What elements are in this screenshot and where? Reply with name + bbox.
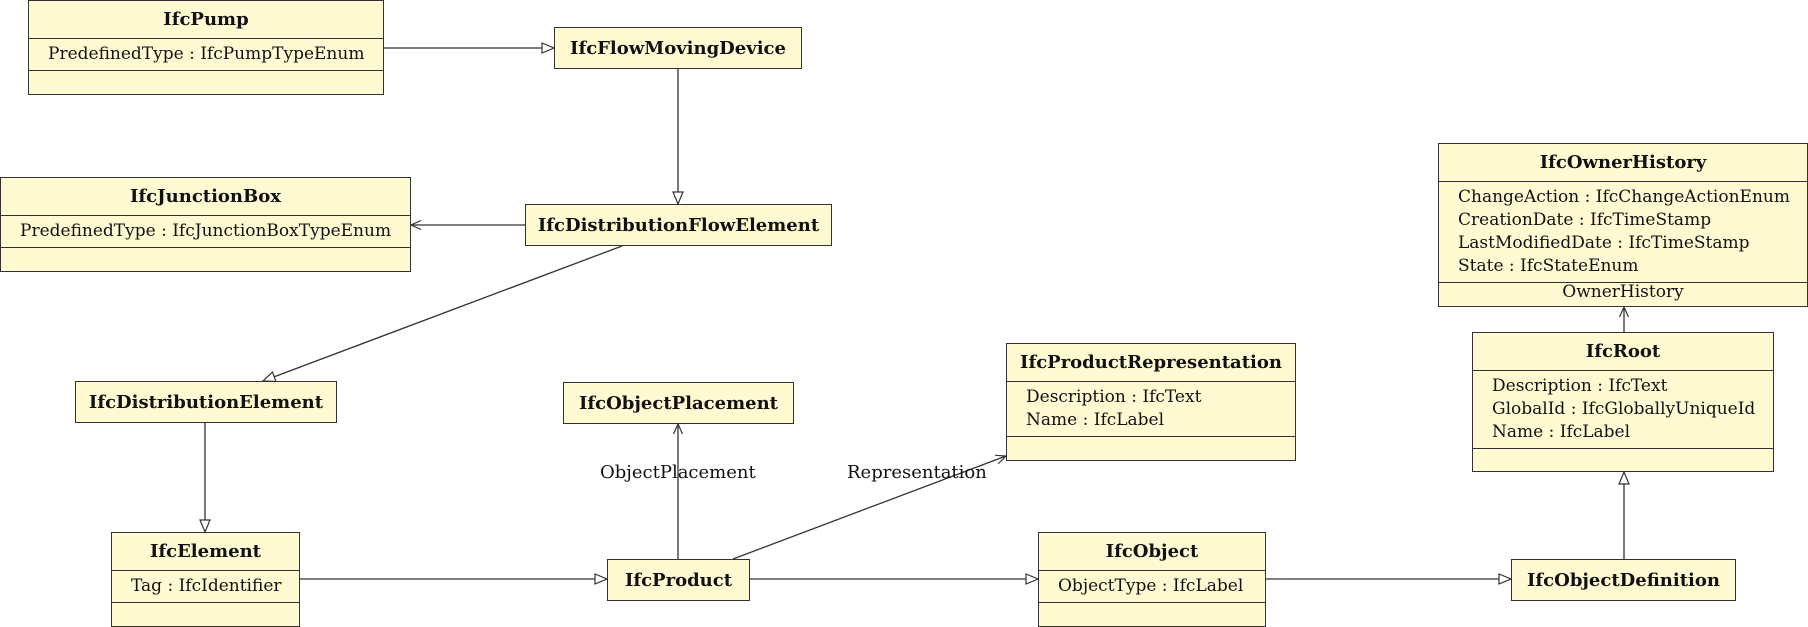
class-ifcflowmovingdevice[interactable]: IfcFlowMovingDevice [554, 27, 802, 69]
attribute: Tag : IfcIdentifier [131, 576, 282, 596]
operation-compartment [1473, 448, 1773, 471]
attribute: PredefinedType : IfcJunctionBoxTypeEnum [20, 221, 392, 241]
class-name: IfcPump [163, 9, 249, 30]
attribute-list: ObjectType : IfcLabel [1039, 570, 1265, 602]
class-ifcdistributionelement[interactable]: IfcDistributionElement [75, 381, 337, 423]
class-ifcdistributionflowelement[interactable]: IfcDistributionFlowElement [525, 204, 832, 246]
class-name: IfcOwnerHistory [1539, 152, 1707, 173]
attribute: CreationDate : IfcTimeStamp [1458, 210, 1712, 230]
class-name: IfcProductRepresentation [1020, 352, 1282, 373]
attribute: Name : IfcLabel [1492, 422, 1631, 442]
attribute: GlobalId : IfcGloballyUniqueId [1492, 399, 1756, 419]
class-ifcelement[interactable]: IfcElement Tag : IfcIdentifier [111, 532, 300, 627]
representation-role-label: Representation [847, 462, 987, 483]
attribute: PredefinedType : IfcPumpTypeEnum [48, 44, 365, 64]
attribute: ObjectType : IfcLabel [1058, 576, 1244, 596]
attribute: Description : IfcText [1492, 376, 1668, 396]
class-name: IfcObject [1105, 541, 1199, 562]
operation-compartment [1007, 436, 1295, 460]
operation-compartment [29, 70, 383, 94]
class-name: IfcObjectPlacement [579, 392, 778, 414]
object-placement-role-label: ObjectPlacement [600, 462, 756, 483]
class-ifcroot[interactable]: IfcRoot Description : IfcText GlobalId :… [1472, 332, 1774, 472]
operation-compartment [1, 247, 410, 271]
class-name: IfcDistributionElement [88, 391, 324, 413]
attribute-list: PredefinedType : IfcPumpTypeEnum [29, 38, 383, 70]
class-name: IfcRoot [1585, 341, 1661, 362]
operation-compartment [112, 602, 299, 626]
attribute: Description : IfcText [1026, 387, 1202, 407]
owner-history-role-label: OwnerHistory [1439, 282, 1807, 306]
operation-compartment [1039, 602, 1265, 626]
attribute-list: PredefinedType : IfcJunctionBoxTypeEnum [1, 215, 410, 247]
attribute-list: Description : IfcText Name : IfcLabel [1007, 381, 1295, 436]
attribute: ChangeAction : IfcChangeActionEnum [1458, 187, 1790, 207]
class-name: IfcJunctionBox [130, 186, 281, 207]
attribute: LastModifiedDate : IfcTimeStamp [1458, 233, 1750, 253]
class-ifcobjectdefinition[interactable]: IfcObjectDefinition [1511, 559, 1736, 601]
class-ifcownerhistory[interactable]: IfcOwnerHistory ChangeAction : IfcChange… [1438, 143, 1808, 307]
class-name: IfcObjectDefinition [1527, 569, 1720, 591]
attribute: Name : IfcLabel [1026, 410, 1165, 430]
association-product-to-product-representation [732, 456, 1006, 560]
generalization-distribution-flow-element-to-distribution-element [263, 245, 623, 381]
attribute-list: Tag : IfcIdentifier [112, 570, 299, 602]
class-ifcproduct[interactable]: IfcProduct [607, 559, 750, 601]
class-ifcobjectplacement[interactable]: IfcObjectPlacement [563, 382, 794, 424]
attribute-list: ChangeAction : IfcChangeActionEnum Creat… [1439, 181, 1807, 282]
class-ifcproductrepresentation[interactable]: IfcProductRepresentation Description : I… [1006, 343, 1296, 461]
class-name: IfcFlowMovingDevice [570, 37, 786, 59]
attribute-list: Description : IfcText GlobalId : IfcGlob… [1473, 370, 1773, 448]
attribute: State : IfcStateEnum [1458, 256, 1639, 276]
class-name: IfcProduct [624, 569, 733, 591]
class-ifcjunctionbox[interactable]: IfcJunctionBox PredefinedType : IfcJunct… [0, 177, 411, 272]
class-ifcpump[interactable]: IfcPump PredefinedType : IfcPumpTypeEnum [28, 0, 384, 95]
class-name: IfcDistributionFlowElement [537, 214, 820, 236]
class-name: IfcElement [149, 541, 262, 562]
class-ifcobject[interactable]: IfcObject ObjectType : IfcLabel [1038, 532, 1266, 627]
